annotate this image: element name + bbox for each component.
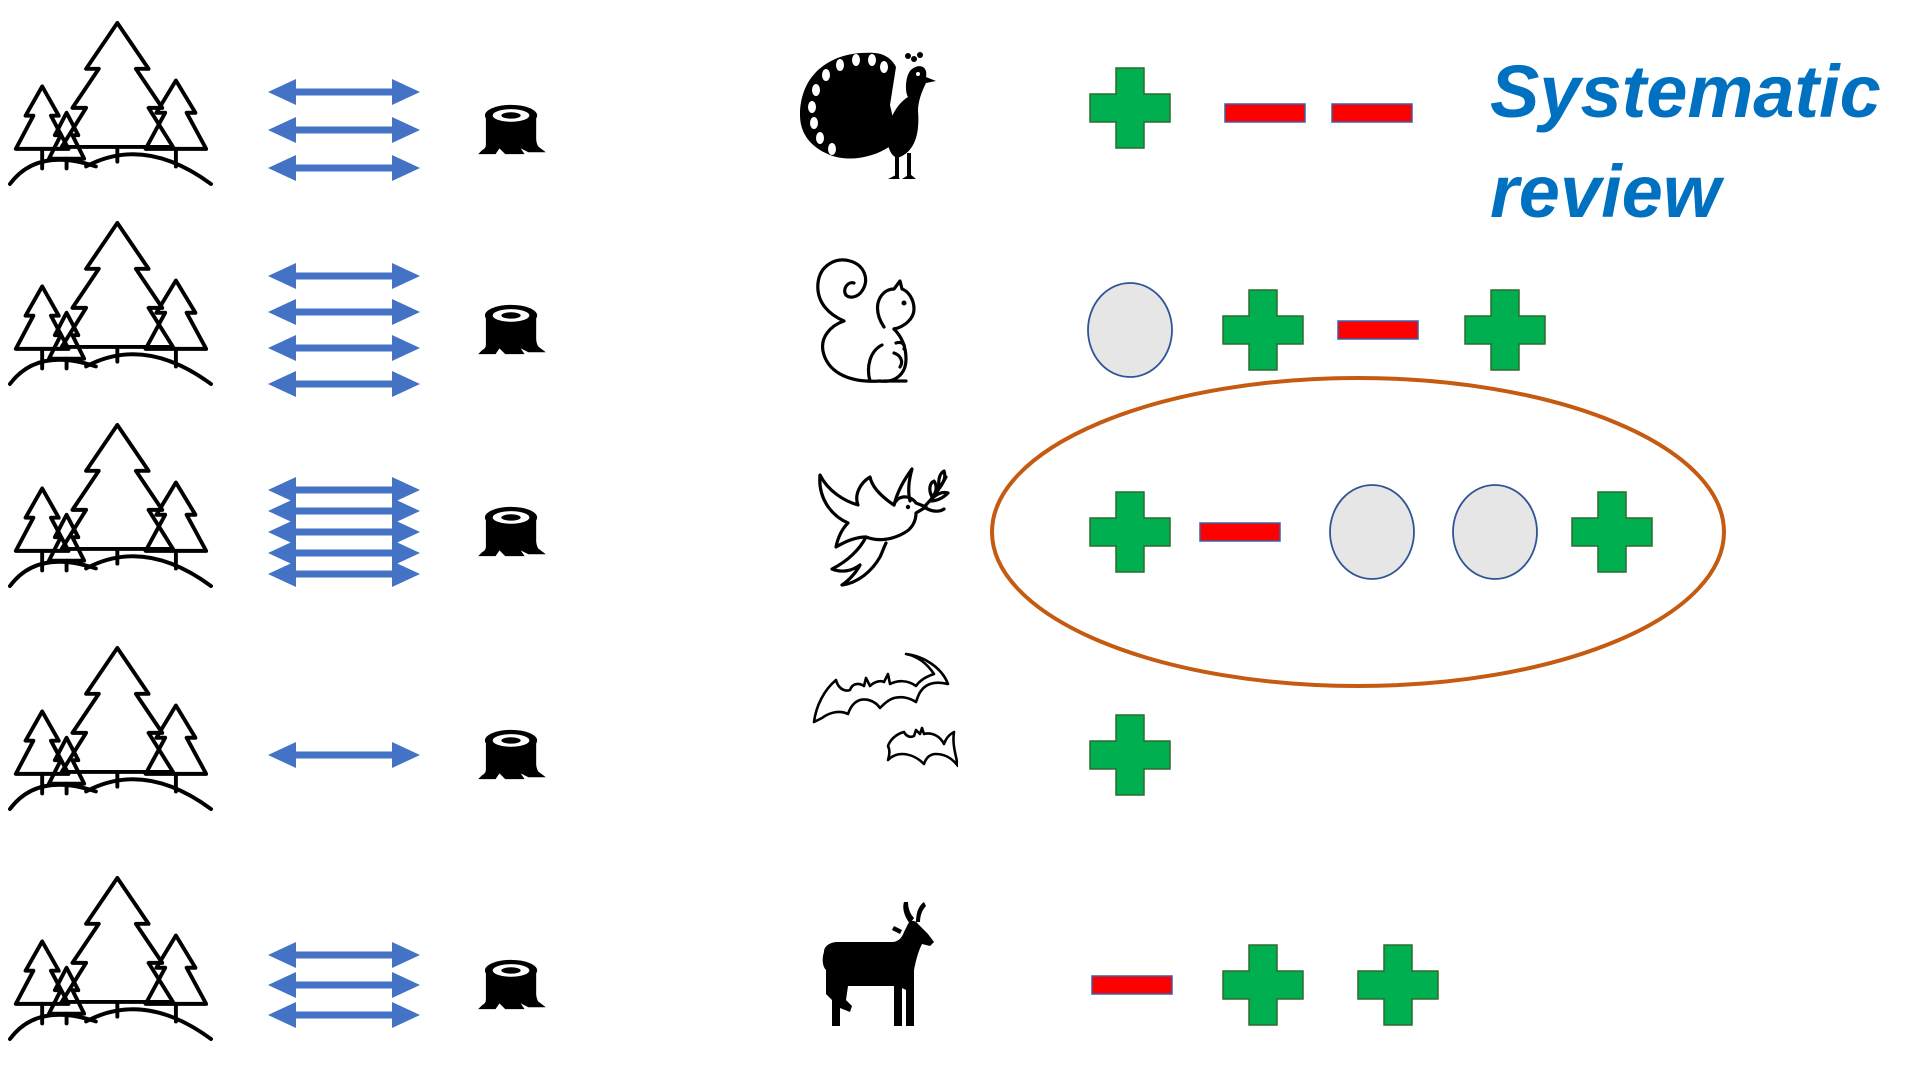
neutral-effect-circle [1452,484,1538,580]
forest-icon [8,20,213,187]
negative-effect-minus [1199,522,1281,542]
positive-effect-plus [1464,289,1546,371]
double-arrow [268,299,420,325]
double-arrow [268,498,420,524]
title-line-2: review [1490,150,1721,233]
tree-stump-icon [478,304,546,355]
negative-effect-minus [1091,975,1173,995]
title-line-1: Systematic [1490,50,1881,133]
neutral-effect-circle [1329,484,1415,580]
positive-effect-plus [1222,289,1304,371]
squirrel-icon [816,258,916,383]
double-arrow [268,519,420,545]
interaction-arrows [268,942,420,1028]
double-arrow [268,540,420,566]
peacock-icon [800,52,936,179]
double-arrow [268,742,420,768]
bats-icon [812,652,958,768]
interaction-arrows [268,263,420,397]
positive-effect-plus [1089,491,1171,573]
neutral-effect-circle [1087,282,1173,378]
double-arrow [268,477,420,503]
negative-effect-minus [1224,103,1306,123]
tree-stump-icon [478,959,546,1010]
double-arrow [268,335,420,361]
positive-effect-plus [1357,944,1439,1026]
double-arrow [268,155,420,181]
double-arrow [268,972,420,998]
interaction-arrows [268,742,420,768]
forest-icon [8,220,213,387]
tree-stump-icon [478,506,546,557]
positive-effect-plus [1089,67,1171,149]
positive-effect-plus [1222,944,1304,1026]
negative-effect-minus [1331,103,1413,123]
positive-effect-plus [1571,491,1653,573]
negative-effect-minus [1337,320,1419,340]
forest-icon [8,875,213,1042]
double-arrow [268,263,420,289]
interaction-arrows [268,79,420,181]
double-arrow [268,117,420,143]
forest-icon [8,645,213,812]
tree-stump-icon [478,729,546,780]
forest-icon [8,422,213,589]
interaction-arrows [268,477,420,587]
double-arrow [268,1002,420,1028]
double-arrow [268,942,420,968]
tree-stump-icon [478,104,546,155]
positive-effect-plus [1089,714,1171,796]
dove-icon [818,467,950,587]
double-arrow [268,561,420,587]
highlight-ellipse [990,376,1726,688]
double-arrow [268,371,420,397]
deer-icon [822,902,934,1026]
double-arrow [268,79,420,105]
